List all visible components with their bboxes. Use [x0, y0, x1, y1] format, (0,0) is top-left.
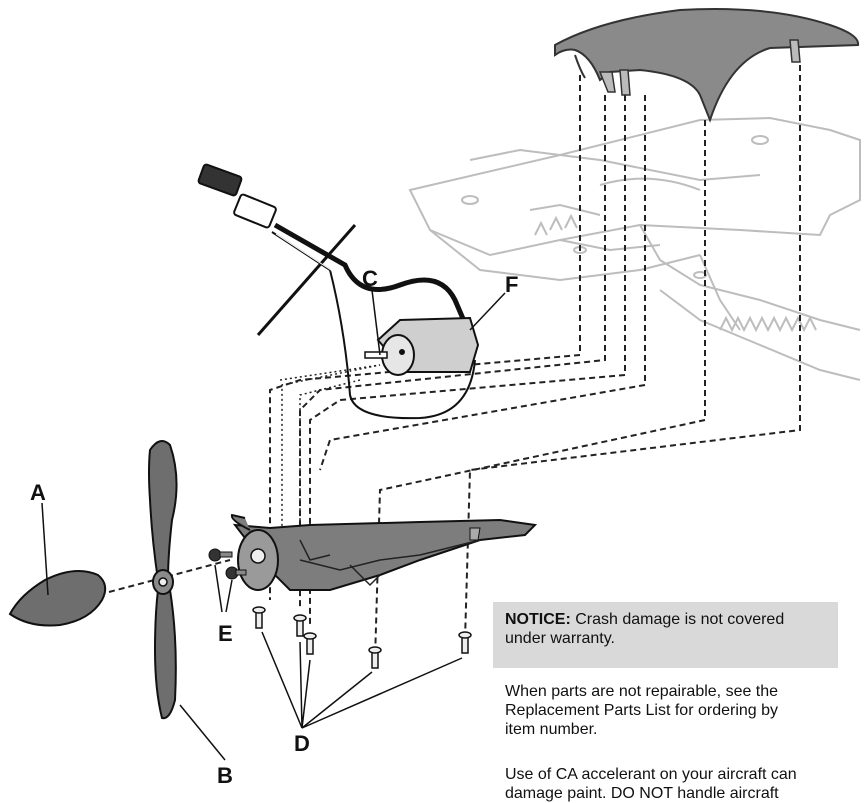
firewall-plate — [256, 224, 357, 336]
callout-e: E — [218, 621, 233, 646]
paragraph-1-line-2: Replacement Parts List for ordering by — [505, 702, 779, 719]
propeller — [148, 440, 178, 720]
motor-leads — [197, 163, 476, 420]
notice-line-1: NOTICE: Crash damage is not covered — [505, 610, 826, 629]
motor — [364, 316, 480, 376]
paragraph-1-line-3: item number. — [505, 721, 598, 738]
notice-line-2: under warranty. — [505, 630, 615, 647]
canopy-cover — [554, 8, 860, 123]
paragraph-2-line-1: Use of CA accelerant on your aircraft ca… — [505, 766, 797, 783]
callout-f: F — [505, 272, 519, 297]
callout-b: B — [217, 763, 233, 788]
spinner — [8, 570, 107, 627]
mounting-screws — [252, 606, 472, 669]
notice-text-1: Crash damage is not covered — [570, 611, 785, 628]
paragraph-2-line-2: damage paint. DO NOT handle aircraft — [505, 785, 779, 802]
leader-lines — [41, 289, 506, 761]
notice-label: NOTICE: — [505, 611, 571, 628]
motor-alignment-lines — [279, 364, 381, 560]
airframe-outline — [408, 116, 861, 381]
notice-box: NOTICE: Crash damage is not covered unde… — [493, 602, 838, 668]
callout-d: D — [294, 731, 310, 756]
prop-screws — [208, 548, 247, 580]
callout-a: A — [30, 480, 46, 505]
nose-pod — [230, 513, 538, 591]
callout-c: C — [362, 266, 378, 291]
paragraph-1-line-1: When parts are not repairable, see the — [505, 683, 779, 700]
airframe-vents — [534, 213, 817, 333]
